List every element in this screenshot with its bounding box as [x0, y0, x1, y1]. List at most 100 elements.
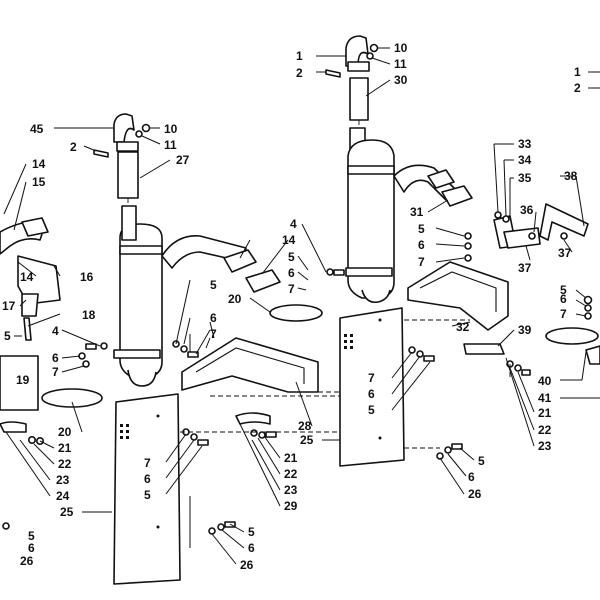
callout-22: 22	[58, 457, 72, 471]
callout-25: 25	[60, 505, 74, 519]
left-tailpipe	[117, 151, 139, 199]
callout-36: 36	[520, 203, 534, 217]
callout-10: 10	[394, 41, 408, 55]
callout-1: 1	[574, 65, 581, 79]
callout-14: 14	[32, 157, 46, 171]
callout-23: 23	[56, 473, 70, 487]
callout-18: 18	[82, 308, 96, 322]
far-right-parts	[493, 203, 600, 365]
callout-5: 5	[4, 329, 11, 343]
duct-28	[181, 337, 319, 393]
callout-6: 6	[144, 472, 151, 486]
callout-22: 22	[538, 423, 552, 437]
callout-40: 40	[538, 374, 552, 388]
center-duct-assembly	[180, 337, 346, 439]
callout-5: 5	[418, 222, 425, 236]
strap-29	[235, 412, 271, 425]
callout-14: 14	[282, 233, 296, 247]
right-gasket-31	[441, 185, 473, 207]
strap-39	[463, 343, 505, 355]
callout-21: 21	[58, 441, 72, 455]
callout-labels: 45 2 10 11 27 14 15 14 16 17 18 5 4 6 7 …	[2, 41, 581, 572]
callout-6: 6	[468, 470, 475, 484]
callout-35: 35	[518, 171, 532, 185]
callout-4: 4	[290, 217, 297, 231]
left-flange	[223, 249, 257, 273]
callout-6: 6	[368, 387, 375, 401]
callout-4: 4	[52, 324, 59, 338]
left-muffler-assembly	[0, 113, 323, 585]
callout-28: 28	[298, 419, 312, 433]
left-bolt-4	[100, 342, 108, 350]
callout-10: 10	[164, 122, 178, 136]
callout-20: 20	[228, 292, 242, 306]
callout-7: 7	[210, 327, 217, 341]
left-nut-10	[141, 123, 151, 133]
bracket-38	[539, 203, 589, 241]
callout-30: 30	[394, 73, 408, 87]
left-upper-band	[119, 245, 163, 255]
callout-7: 7	[368, 371, 375, 385]
left-bracket-16	[17, 255, 61, 305]
callout-19: 19	[16, 373, 30, 387]
callout-1: 1	[296, 49, 303, 63]
callout-5: 5	[368, 403, 375, 417]
callout-22: 22	[284, 467, 298, 481]
callout-6: 6	[210, 311, 217, 325]
callout-23: 23	[538, 439, 552, 453]
callout-39: 39	[518, 323, 532, 337]
callout-6: 6	[28, 541, 35, 555]
callout-34: 34	[518, 153, 532, 167]
callout-33: 33	[518, 137, 532, 151]
callout-32: 32	[456, 320, 470, 334]
callout-7: 7	[418, 255, 425, 269]
plate-40	[545, 327, 599, 345]
left-bracket-17	[21, 293, 39, 317]
callout-45: 45	[30, 122, 44, 136]
callout-6: 6	[248, 541, 255, 555]
callout-24: 24	[56, 489, 70, 503]
right-muffler-assembly	[325, 35, 531, 467]
callout-7: 7	[288, 282, 295, 296]
callout-21: 21	[284, 451, 298, 465]
callout-26: 26	[20, 554, 34, 568]
callout-37: 37	[558, 246, 572, 260]
callout-5: 5	[288, 250, 295, 264]
callout-15: 15	[32, 175, 46, 189]
left-shroud-19	[0, 355, 39, 411]
far-left-flange	[21, 217, 49, 237]
right-muffler-body	[347, 139, 395, 299]
callout-11: 11	[394, 57, 407, 71]
callout-6: 6	[560, 292, 567, 306]
callout-26: 26	[240, 558, 254, 572]
callout-20: 20	[58, 425, 72, 439]
callout-27: 27	[176, 153, 190, 167]
right-tailpipe-30	[349, 77, 369, 121]
callout-16: 16	[80, 270, 94, 284]
left-muffler-outlet	[121, 205, 137, 241]
callout-5: 5	[560, 283, 567, 297]
left-cap-clamp	[116, 141, 139, 152]
left-bolt-2	[93, 149, 109, 158]
left-rain-cap	[113, 113, 135, 143]
duct-32	[407, 261, 509, 331]
left-muffler-inlet	[127, 369, 157, 387]
callout-11: 11	[164, 138, 177, 152]
callout-7: 7	[144, 456, 151, 470]
callout-31: 31	[410, 205, 424, 219]
callout-6: 6	[52, 351, 59, 365]
left-bolt-18	[23, 317, 32, 341]
right-cover-25	[339, 307, 405, 467]
callout-5: 5	[478, 454, 485, 468]
callout-2: 2	[70, 140, 77, 154]
callout-26: 26	[468, 487, 482, 501]
callout-37: 37	[518, 261, 532, 275]
callout-5: 5	[210, 278, 217, 292]
callout-7: 7	[52, 365, 59, 379]
callout-17: 17	[2, 299, 16, 313]
callout-14: 14	[20, 270, 34, 284]
callout-2: 2	[574, 81, 581, 95]
callout-41: 41	[538, 391, 552, 405]
callout-25: 25	[300, 433, 314, 447]
